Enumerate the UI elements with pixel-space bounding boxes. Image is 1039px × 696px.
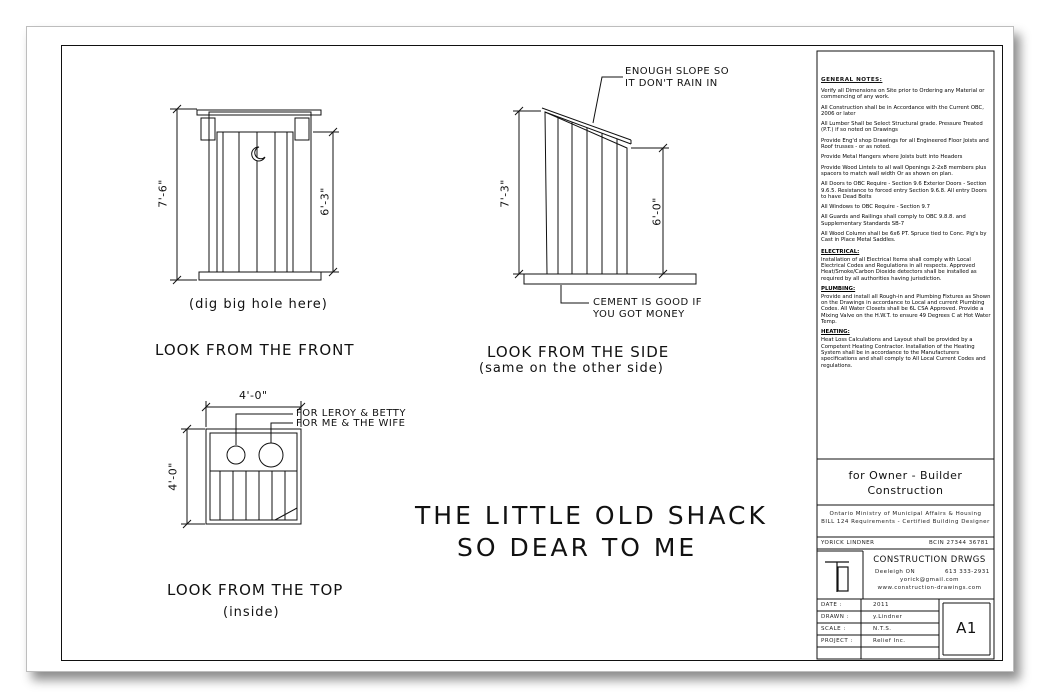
- ministry-line2: BILL 124 Requirements - Certified Buildi…: [821, 519, 990, 525]
- sheet-number: A1: [956, 619, 977, 637]
- drawing-title-line2: SO DEAR TO ME: [457, 533, 698, 562]
- front-view-drawing: [170, 104, 339, 285]
- firm-city: Deeleigh ON: [875, 569, 916, 575]
- electrical-text: Installation of all Electrical Items sha…: [821, 256, 977, 282]
- note-item: Provide Eng'd shop Drawings for all Engi…: [821, 137, 989, 151]
- side-view-caption: LOOK FROM THE SIDE: [487, 343, 670, 361]
- top-view-subcaption: (inside): [223, 605, 280, 620]
- date-value: 2011: [873, 602, 889, 608]
- front-view-caption: LOOK FROM THE FRONT: [155, 341, 355, 359]
- electrical-heading: ELECTRICAL:: [821, 248, 860, 255]
- designer-name: YORICK LINDNER: [821, 540, 875, 546]
- owner-line2: Construction: [867, 484, 944, 497]
- heating-heading: HEATING:: [821, 329, 850, 336]
- general-notes-heading: GENERAL NOTES:: [821, 77, 883, 83]
- cement-note-line2: YOU GOT MONEY: [593, 309, 685, 320]
- side-back-height-dim: 6'-0": [650, 197, 664, 226]
- project-value: Relief Inc.: [873, 638, 906, 644]
- slope-note-line2: IT DON'T RAIN IN: [625, 78, 718, 89]
- ministry-line1: Ontario Ministry of Municipal Affairs & …: [829, 511, 982, 517]
- designer-bcin: BCIN 27344 36781: [929, 540, 989, 546]
- drawn-value: y.Lindner: [873, 614, 903, 620]
- top-view-drawing: [181, 401, 306, 529]
- scale-label: SCALE :: [821, 626, 846, 632]
- note-item: Provide Wood Lintels to all wall Opening…: [821, 164, 987, 177]
- top-depth-dim: 4'-0": [166, 462, 180, 491]
- plumbing-heading: PLUMBING:: [821, 285, 856, 292]
- top-width-dim: 4'-0": [239, 389, 268, 402]
- owner-line1: for Owner - Builder: [848, 469, 963, 482]
- drawing-linework: [170, 50, 995, 660]
- scale-value: N.T.S.: [873, 626, 892, 632]
- firm-email: yorick@gmail.com: [900, 577, 959, 583]
- general-notes-panel: GENERAL NOTES: Verify all Dimensions on …: [821, 77, 991, 457]
- firm-phone: 613 333-2931: [945, 569, 990, 575]
- note-item: Provide Metal Hangers where Joists butt …: [821, 154, 963, 161]
- front-view-note: (dig big hole here): [189, 297, 328, 312]
- project-label: PROJECT :: [821, 638, 853, 644]
- firm-logo-mark: [825, 561, 849, 592]
- cement-note-line1: CEMENT IS GOOD IF: [593, 297, 703, 308]
- firm-website: www.construction-drawings.com: [877, 585, 982, 591]
- seat-note-me: FOR ME & THE WIFE: [296, 418, 406, 429]
- date-label: DATE :: [821, 602, 842, 608]
- slope-note-line1: ENOUGH SLOPE SO: [625, 66, 730, 77]
- note-item: All Lumber Shall be Select Structural gr…: [821, 121, 983, 134]
- front-door-height-dim: 6'-3": [318, 187, 332, 216]
- note-item: Verify all Dimensions on Site prior to O…: [821, 88, 985, 101]
- drawing-title-line1: THE LITTLE OLD SHACK: [415, 501, 768, 530]
- top-view-caption: LOOK FROM THE TOP: [167, 581, 344, 599]
- side-view-subcaption: (same on the other side): [479, 361, 664, 376]
- side-front-height-dim: 7'-3": [498, 179, 512, 208]
- side-view-drawing: [513, 76, 697, 304]
- note-item: All Wood Column shall be 6x6 PT. Spruce …: [821, 231, 987, 244]
- heating-text: Heat Loss Calculations and Layout shall …: [821, 337, 986, 369]
- seat-note-leroy: FOR LEROY & BETTY: [296, 408, 407, 419]
- firm-name: CONSTRUCTION DRWGS: [873, 555, 986, 565]
- note-item: All Construction shall be in Accordance …: [821, 104, 984, 117]
- drawn-label: DRAWN :: [821, 614, 849, 620]
- note-item: All Doors to OBC Require - Section 9.6 E…: [821, 181, 987, 200]
- drawing-border: [61, 45, 1003, 661]
- plumbing-text: Provide and install all Rough-in and Plu…: [821, 293, 991, 326]
- front-overall-height-dim: 7'-6": [156, 179, 170, 208]
- note-item: All Guards and Railings shall comply to …: [821, 214, 966, 227]
- drawing-sheet: 7'-6" 6'-3" (dig big hole here) LOOK FRO…: [26, 26, 1014, 672]
- note-item: All Windows to OBC Require - Section 9.7: [821, 204, 930, 211]
